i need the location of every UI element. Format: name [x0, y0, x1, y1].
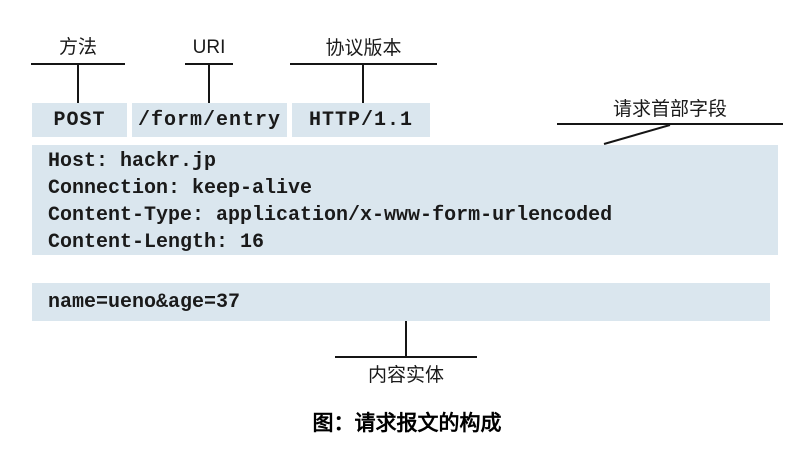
entity-body-label: 内容实体 [367, 365, 444, 386]
request-header-fields-label: 请求首部字段 [612, 99, 727, 120]
uri-label: URI [192, 37, 226, 58]
version-label: 协议版本 [325, 38, 402, 59]
method-box: POST [32, 103, 127, 137]
method-label: 方法 [58, 37, 97, 58]
version-box: HTTP/1.1 [292, 103, 430, 137]
header-line-connection: Connection: keep-alive [48, 177, 313, 200]
header-line-content-type: Content-Type: application/x-www-form-url… [48, 204, 613, 227]
uri-box: /form/entry [132, 103, 287, 137]
headers-pointer-diagonal [603, 124, 671, 145]
header-line-content-length: Content-Length: 16 [48, 231, 265, 254]
entity-body-block: name=ueno&age=37 [32, 283, 770, 321]
header-line-host: Host: hackr.jp [48, 150, 217, 173]
header-fields-block: Host: hackr.jp Connection: keep-alive Co… [32, 145, 778, 255]
figure-caption: 图：请求报文的构成 [312, 412, 502, 435]
